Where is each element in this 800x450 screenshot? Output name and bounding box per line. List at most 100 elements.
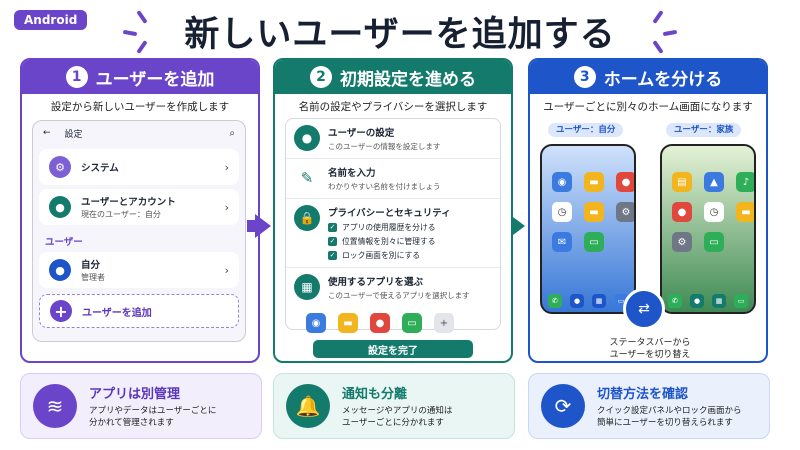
- item-sub: わかりやすい名前を付けましょう: [328, 182, 441, 191]
- checkbox-checked-icon: ✓: [328, 251, 337, 260]
- home-screen-self: ◉ ▬ ● ◷ ▬ ⚙ ✉ ▭ ✆ ● ▦ ▭: [540, 144, 636, 314]
- person-icon[interactable]: ●: [690, 294, 704, 308]
- card-title: 通知も分離: [342, 387, 408, 402]
- card-desc-line: アプリやデータはユーザーごとに: [89, 406, 217, 416]
- folder-icon[interactable]: ▬: [584, 202, 604, 222]
- card-desc-line: 簡単にユーザーを切り替えられます: [597, 418, 733, 428]
- step-3-desc: ユーザーごとに別々のホーム画面になります: [543, 101, 753, 113]
- switch-line-1: ステータスバーから: [609, 338, 691, 348]
- apps-grid-icon[interactable]: ▦: [592, 294, 606, 308]
- maps-icon[interactable]: ●: [370, 313, 390, 333]
- settings-row-accounts[interactable]: ● ユーザーとアカウント 現在のユーザー：自分 ›: [39, 189, 239, 225]
- tag-user-family: ユーザー：家族: [666, 123, 742, 137]
- step-1-panel: 1 ユーザーを追加 設定から新しいユーザーを作成します ← 設定 ⌕ ⚙ システ…: [20, 58, 260, 363]
- users-section-label: ユーザー: [45, 237, 83, 248]
- tip-card-apps: ≋ アプリは別管理 アプリやデータはユーザーごとに 分かれて管理されます: [20, 373, 262, 439]
- messages-icon[interactable]: ▭: [734, 294, 748, 308]
- tip-card-switch: ⟳ 切替方法を確認 クイック設定パネルやロック画面から 簡単にユーザーを切り替え…: [528, 373, 770, 439]
- tag-user-self: ユーザー：自分: [548, 123, 624, 137]
- settings-row-system[interactable]: ⚙ システム ›: [39, 149, 239, 185]
- switch-user-caption: ステータスバーから ユーザーを切り替え: [530, 337, 766, 361]
- search-icon[interactable]: ⌕: [229, 127, 235, 139]
- item-sub: このユーザーで使えるアプリを選択します: [328, 291, 470, 300]
- setup-user-settings[interactable]: ● ユーザーの設定 このユーザーの情報を設定します: [286, 119, 500, 159]
- privacy-check-1[interactable]: ✓ アプリの使用履歴を分ける: [328, 222, 451, 233]
- add-user-label: ユーザーを追加: [82, 307, 152, 319]
- add-app-icon[interactable]: +: [434, 313, 454, 333]
- apps-grid-icon[interactable]: ▦: [712, 294, 726, 308]
- mail-icon[interactable]: ✉: [552, 232, 572, 252]
- switch-user-icon[interactable]: ⇄: [623, 288, 665, 330]
- folder-icon[interactable]: ▬: [736, 202, 754, 222]
- add-user-button[interactable]: + ユーザーを追加: [39, 294, 239, 328]
- phone-icon[interactable]: ✆: [548, 294, 562, 308]
- item-sub: このユーザーの情報を設定します: [328, 142, 441, 151]
- item-title: 使用するアプリを選ぶ: [328, 277, 424, 288]
- checkbox-checked-icon: ✓: [328, 237, 337, 246]
- arrow-right-icon: [255, 214, 271, 238]
- setup-apps: ▦ 使用するアプリを選ぶ このユーザーで使えるアプリを選択します: [286, 268, 500, 307]
- gear-icon[interactable]: ⚙: [672, 232, 692, 252]
- finish-setup-button[interactable]: 設定を完了: [313, 340, 473, 358]
- row-sub: 現在のユーザー：自分: [81, 210, 161, 219]
- dock: ✆ ● ▦ ▭: [548, 294, 628, 308]
- files-icon[interactable]: ▬: [338, 313, 358, 333]
- clock-icon[interactable]: ◷: [552, 202, 572, 222]
- switch-user-icon: ⟳: [541, 384, 585, 428]
- layers-icon: ≋: [33, 384, 77, 428]
- item-title: ユーザーの設定: [328, 128, 395, 139]
- step-1-number: 1: [65, 66, 88, 88]
- bell-icon: 🔔: [286, 384, 330, 428]
- user-row-self[interactable]: ● 自分 管理者 ›: [39, 252, 239, 288]
- arrow-bar-1: [247, 220, 255, 232]
- phone-icon[interactable]: ✆: [668, 294, 682, 308]
- card-title: 切替方法を確認: [597, 387, 689, 402]
- person-icon: ●: [49, 196, 71, 218]
- back-arrow-icon[interactable]: ←: [43, 128, 51, 138]
- pen-icon: ✎: [300, 169, 314, 187]
- messages-icon[interactable]: ▭: [704, 232, 724, 252]
- step-3-header: 3 ホームを分ける: [530, 60, 766, 94]
- card-desc-line: クイック設定パネルやロック画面から: [597, 406, 742, 416]
- row-sub: 管理者: [81, 273, 105, 282]
- maps-icon[interactable]: ●: [616, 172, 634, 192]
- settings-header: 設定: [64, 129, 83, 140]
- arrow-right-icon: [509, 214, 525, 238]
- step-1-title: ユーザーを追加: [95, 69, 215, 90]
- photos-icon[interactable]: ▲: [704, 172, 724, 192]
- check-label: アプリの使用履歴を分ける: [342, 223, 436, 232]
- checkbox-checked-icon: ✓: [328, 223, 337, 232]
- messages-icon[interactable]: ▭: [402, 313, 422, 333]
- plus-icon: +: [50, 300, 72, 322]
- messages-icon[interactable]: ▭: [584, 232, 604, 252]
- clock-icon[interactable]: ◷: [704, 202, 724, 222]
- setup-name-input[interactable]: ✎ 名前を入力 わかりやすい名前を付けましょう: [286, 159, 500, 199]
- dock: ✆ ● ▦ ▭: [668, 294, 748, 308]
- switch-line-2: ユーザーを切り替え: [609, 350, 691, 360]
- maps-icon[interactable]: ●: [672, 202, 692, 222]
- notes-icon[interactable]: ▤: [672, 172, 692, 192]
- tip-card-notifications: 🔔 通知も分離 メッセージやアプリの通知は ユーザーごとに分かれます: [273, 373, 515, 439]
- step-3-number: 3: [573, 66, 596, 88]
- card-desc-line: メッセージやアプリの通知は: [342, 406, 453, 416]
- page-title: 新しいユーザーを追加する: [184, 15, 616, 55]
- settings-topbar: ← 設定 ⌕: [33, 121, 245, 145]
- person-icon[interactable]: ●: [570, 294, 584, 308]
- privacy-check-2[interactable]: ✓位置情報を別々に管理する: [328, 236, 451, 247]
- item-title: 名前を入力: [328, 168, 376, 179]
- privacy-check-3[interactable]: ✓ロック画面を別にする: [328, 250, 451, 261]
- step-2-number: 2: [310, 66, 332, 88]
- gear-icon[interactable]: ⚙: [616, 202, 634, 222]
- files-icon[interactable]: ▬: [584, 172, 604, 192]
- item-title: プライバシーとセキュリティ: [328, 208, 451, 219]
- person-icon: ●: [294, 125, 320, 151]
- row-title: ユーザーとアカウント: [81, 197, 176, 208]
- camera-icon[interactable]: ◉: [306, 313, 326, 333]
- step-2-desc: 名前の設定やプライバシーを選択します: [298, 101, 488, 113]
- card-desc-line: ユーザーごとに分かれます: [342, 418, 444, 428]
- camera-icon[interactable]: ◉: [552, 172, 572, 192]
- android-badge: Android: [14, 10, 88, 30]
- step-3-panel: 3 ホームを分ける ユーザーごとに別々のホーム画面になります ユーザー：自分 ユ…: [528, 58, 768, 363]
- card-desc: メッセージやアプリの通知は ユーザーごとに分かれます: [342, 405, 452, 429]
- music-icon[interactable]: ♪: [736, 172, 754, 192]
